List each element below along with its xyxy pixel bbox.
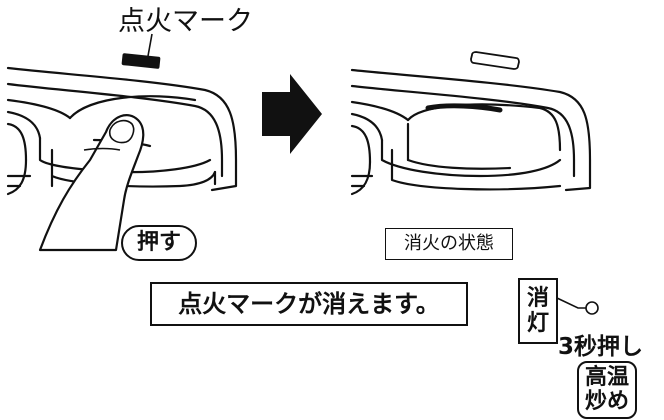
ignition-mark-label: 点火マーク (118, 6, 253, 37)
burner-panel-before (6, 66, 238, 196)
press-label: 押す (136, 230, 181, 255)
indicator-leader (556, 297, 586, 309)
knob-indicator-line (83, 147, 121, 151)
high-temp-stirfry-button[interactable]: 高温 炒め (577, 361, 637, 419)
extinguished-state-box: 消火の状態 (385, 228, 513, 260)
stirfry-line2: 炒め (584, 389, 629, 414)
message-text: 点火マークが消えます。 (178, 290, 440, 318)
extinguished-state-label: 消火の状態 (404, 233, 494, 254)
message-box: 点火マークが消えます。 (150, 282, 468, 326)
hold-3sec-label: 3秒押し (558, 334, 644, 360)
right-arrow-icon (262, 74, 322, 154)
off-key-button[interactable]: 消 灯 (518, 278, 558, 344)
fingernail (108, 119, 135, 144)
indicator-lamp (585, 301, 599, 315)
knob-slot (425, 103, 503, 113)
ignition-mark-off (470, 51, 520, 70)
off-key-line2: 灯 (526, 311, 549, 336)
burner-panel-after (350, 68, 592, 196)
stirfry-line1: 高温 (584, 364, 629, 390)
label-leader (147, 33, 153, 57)
ignition-mark-lit (121, 53, 161, 69)
off-key-line1: 消 (526, 285, 549, 311)
press-badge: 押す (121, 225, 197, 261)
